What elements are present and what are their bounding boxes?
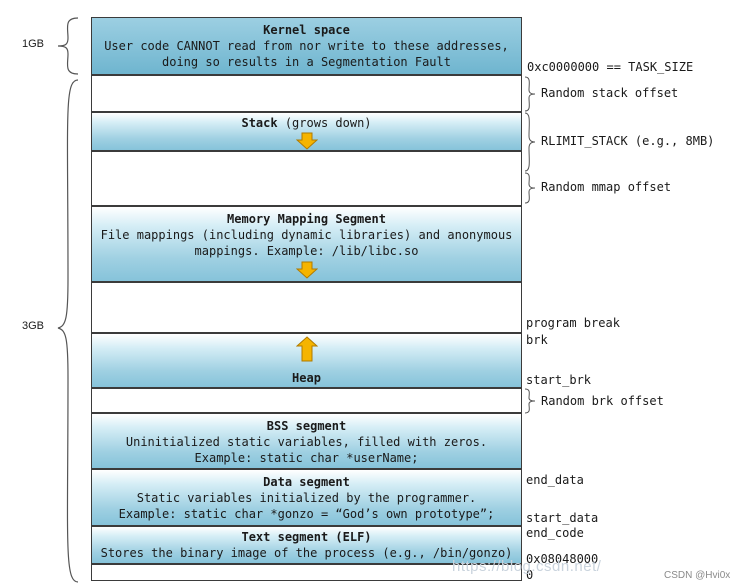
bottom-gap	[91, 564, 522, 581]
data-line1: Static variables initialized by the prog…	[136, 491, 477, 505]
bss-segment: BSS segment Uninitialized static variabl…	[91, 413, 522, 469]
bss-line1: Uninitialized static variables, filled w…	[125, 435, 488, 449]
text-line1: Stores the binary image of the process (…	[100, 546, 513, 560]
random-stack-offset-label: Random stack offset	[541, 86, 679, 100]
curly-brace-icon	[524, 172, 536, 204]
zero-address-label: 0	[526, 568, 534, 582]
end-code-label: end_code	[526, 526, 584, 540]
curly-brace-icon	[57, 17, 79, 75]
kernel-space-line1: User code CANNOT read from nor write to …	[104, 39, 509, 53]
kernel-space-line2: doing so results in a Segmentation Fault	[162, 55, 451, 69]
bss-line2: Example: static char *userName;	[194, 451, 419, 465]
csdn-watermark: CSDN @Hvi0x	[664, 570, 731, 581]
rlimit-stack-label: RLIMIT_STACK (e.g., 8MB)	[541, 134, 715, 148]
brk-label: brk	[526, 333, 548, 347]
mmap-line1: File mappings (including dynamic librari…	[100, 228, 513, 242]
start-brk-label: start_brk	[526, 373, 592, 387]
mmap-line2: mappings. Example: /lib/libc.so	[194, 244, 419, 258]
end-data-label: end_data	[526, 473, 584, 487]
stack-suffix: (grows down)	[284, 116, 372, 130]
random-brk-gap	[91, 388, 522, 413]
text-title: Text segment (ELF)	[241, 530, 372, 544]
data-line2: Example: static char *gonzo = “God’s own…	[118, 507, 495, 521]
random-stack-gap	[91, 75, 522, 112]
program-break-label: program break	[526, 316, 620, 330]
faint-watermark: https://blog.csdn.net/	[452, 558, 602, 575]
kernel-space-title: Kernel space	[263, 23, 350, 37]
kernel-space-segment: Kernel space User code CANNOT read from …	[91, 17, 522, 75]
task-size-label: 0xc0000000 == TASK_SIZE	[527, 60, 694, 74]
random-mmap-gap	[91, 151, 522, 206]
curly-brace-icon	[57, 79, 79, 583]
mmap-title: Memory Mapping Segment	[227, 212, 386, 226]
data-segment: Data segment Static variables initialize…	[91, 469, 522, 526]
heap-segment: Heap	[91, 333, 522, 388]
text-start-address-label: 0x08048000	[526, 552, 599, 566]
random-mmap-offset-label: Random mmap offset	[541, 180, 672, 194]
data-title: Data segment	[263, 475, 350, 489]
bss-title: BSS segment	[266, 419, 347, 433]
curly-brace-icon	[524, 388, 536, 414]
heap-title: Heap	[292, 371, 321, 385]
arrow-up-icon	[295, 336, 318, 362]
size-label-user: 3GB	[22, 320, 45, 332]
stack-title: Stack	[241, 116, 278, 130]
arrow-down-icon	[295, 261, 318, 279]
text-segment: Text segment (ELF) Stores the binary ima…	[91, 526, 522, 564]
curly-brace-icon	[524, 76, 536, 112]
random-brk-offset-label: Random brk offset	[541, 394, 664, 408]
arrow-down-icon	[295, 132, 318, 150]
memory-mapping-segment: Memory Mapping Segment File mappings (in…	[91, 206, 522, 282]
curly-brace-icon	[524, 112, 536, 172]
free-gap	[91, 282, 522, 333]
start-data-label: start_data	[526, 511, 599, 525]
size-label-kernel: 1GB	[22, 38, 45, 50]
stack-segment: Stack (grows down)	[91, 112, 522, 151]
